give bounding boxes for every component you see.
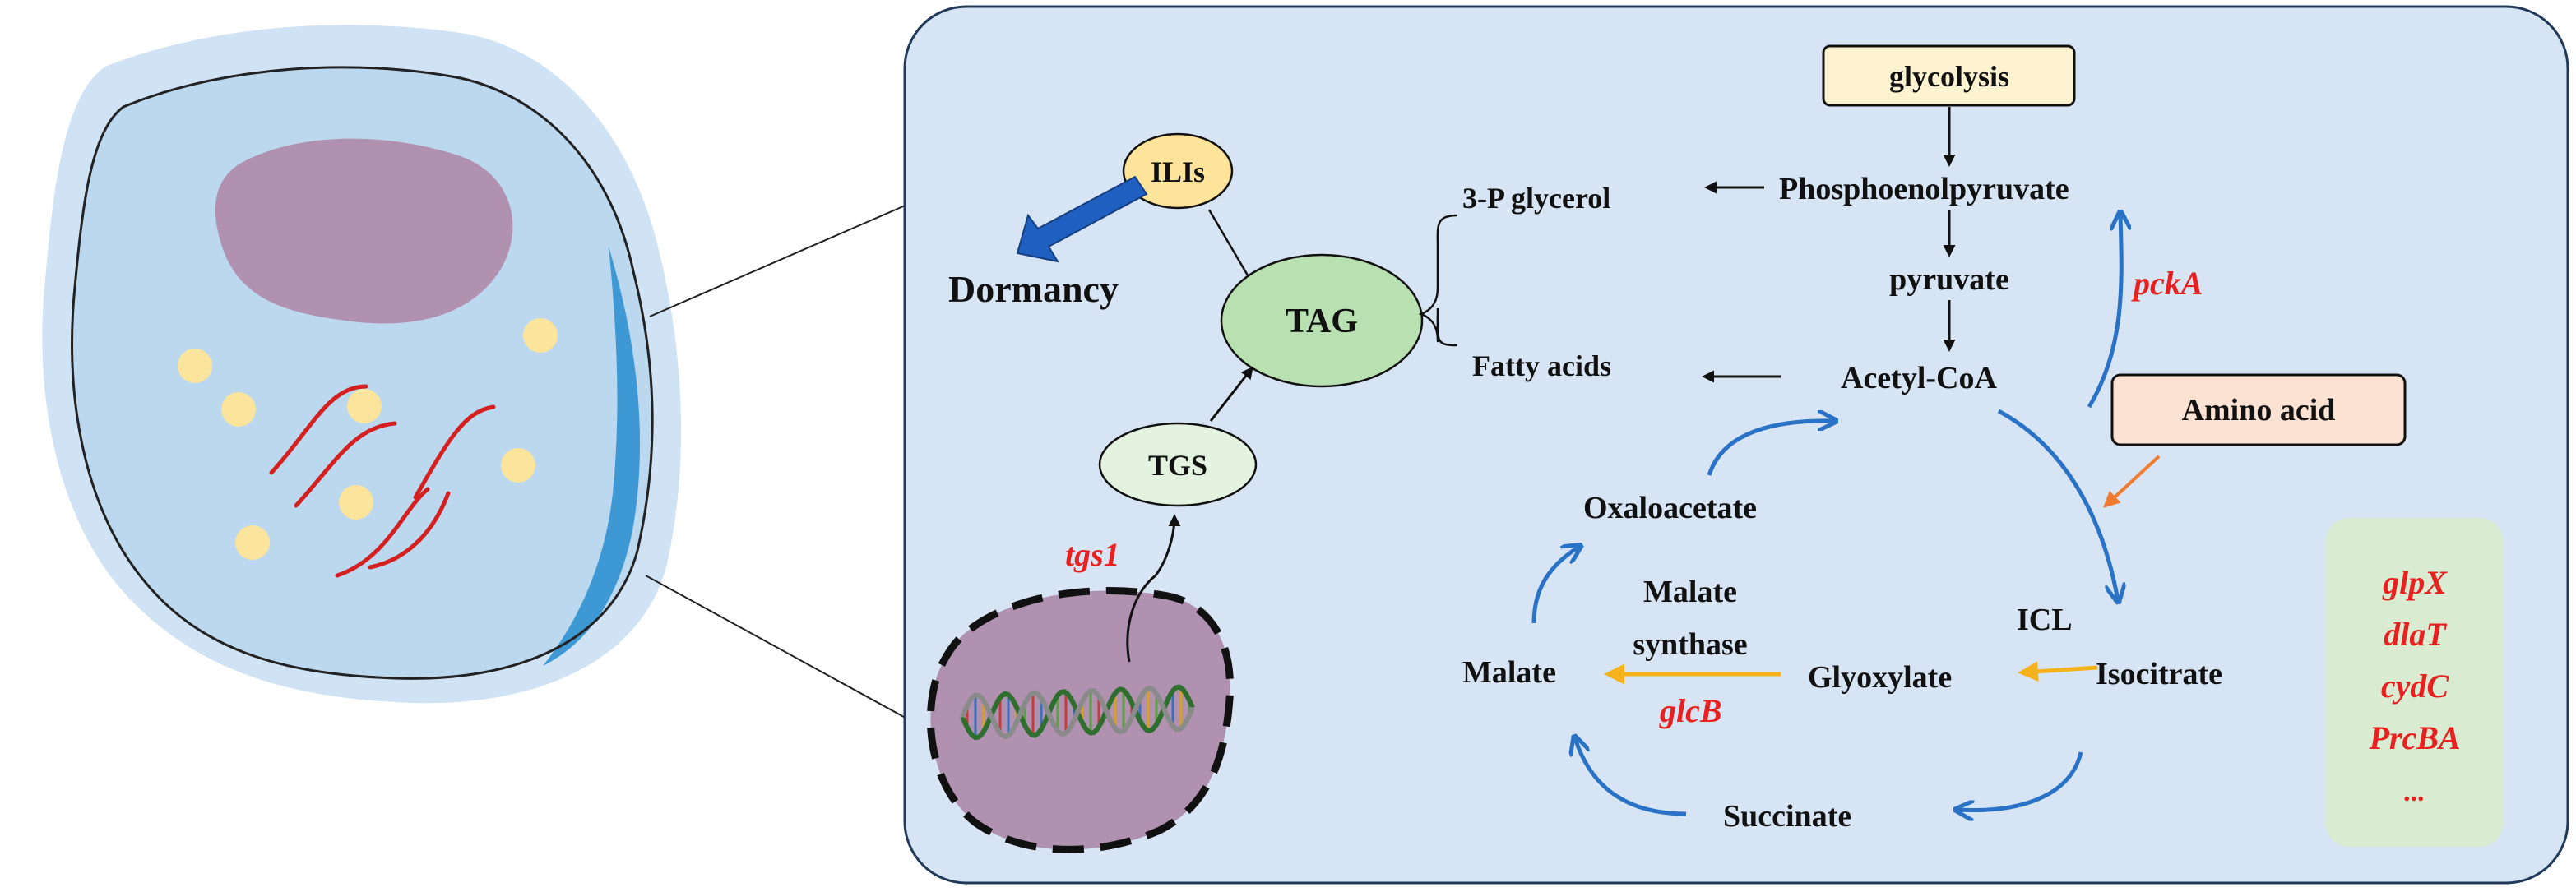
succinate-label: Succinate xyxy=(1723,799,1851,834)
acetyl-to-isocitrate-arrow xyxy=(1997,409,2118,600)
rna-strand xyxy=(413,404,496,500)
gene-list: glpX dlaT cydC PrcBA... xyxy=(2368,564,2460,807)
malate-label: Malate xyxy=(1462,655,1556,690)
oxaloacetate-to-acetyl-arrow xyxy=(1707,421,1834,476)
tgs1-to-tgs-arrow xyxy=(1126,514,1181,663)
glycolysis-label: glycolysis xyxy=(1889,60,2009,93)
host-nucleus xyxy=(215,138,513,324)
isocitrate-label: Isocitrate xyxy=(2096,657,2222,691)
rna-strand xyxy=(269,384,368,475)
malate-to-oxaloacetate-arrow xyxy=(1531,547,1579,624)
pathway-panel xyxy=(903,5,2569,885)
rna-strands xyxy=(269,384,496,578)
glyoxylate-label: Glyoxylate xyxy=(1808,660,1952,695)
dna-strand-b xyxy=(960,685,1195,740)
gene-name: ... xyxy=(2404,777,2425,807)
tgs-ellipse xyxy=(1098,422,1258,507)
gene-name: dlaT xyxy=(2384,616,2447,653)
pyruvate-label: pyruvate xyxy=(1889,262,2009,297)
glycolysis-node: glycolysis xyxy=(1822,44,2076,107)
lipid-droplet xyxy=(501,448,535,483)
isocitrate-to-succinate-arrow xyxy=(1957,751,2083,811)
malate-synthase-label-1: Malate xyxy=(1643,575,1737,609)
lipid-droplet xyxy=(347,389,382,423)
gene-name: PrcBA xyxy=(2368,719,2460,756)
ilis-ellipse xyxy=(1122,132,1234,210)
amino-acid-arrow xyxy=(2103,455,2161,508)
oxaloacetate-label: Oxaloacetate xyxy=(1583,491,1757,525)
lipid-droplet xyxy=(178,349,212,383)
succinate-to-malate-arrow xyxy=(1575,738,1687,816)
lipid-droplets xyxy=(178,318,558,560)
cell-membrane xyxy=(71,66,654,680)
zoom-line-top xyxy=(649,203,910,317)
dna-helix-icon xyxy=(960,684,1195,741)
zoom-line-bottom xyxy=(645,575,947,741)
gene-name: cydC xyxy=(2381,668,2450,705)
malate-synthase-label-2: synthase xyxy=(1633,627,1747,662)
icl-label: ICL xyxy=(2017,603,2073,637)
rna-strand xyxy=(335,487,430,578)
fatty-acids-label: Fatty acids xyxy=(1472,349,1611,382)
tgs-label: TGS xyxy=(1148,449,1207,482)
acetyl-coa-label: Acetyl-CoA xyxy=(1841,361,1997,395)
gene-name: glpX xyxy=(2382,564,2448,601)
tag-bracket-bottom xyxy=(1436,316,1458,347)
glycolysis-box xyxy=(1822,44,2076,107)
pcka-label: pckA xyxy=(2131,265,2203,302)
cell-edge-highlight xyxy=(543,247,641,666)
tag-ellipse xyxy=(1220,253,1424,388)
ilis-node: ILIs xyxy=(1122,132,1234,210)
glcb-label: glcB xyxy=(1659,692,1722,729)
tgs-to-tag-arrow xyxy=(1209,366,1253,422)
tag-node: TAG xyxy=(1220,253,1424,388)
glycerol-label: 3-P glycerol xyxy=(1462,182,1610,215)
amino-acid-label: Amino acid xyxy=(2182,393,2336,428)
rna-strand xyxy=(368,491,451,570)
dormancy-arrow xyxy=(1016,175,1148,263)
pcka-arrow xyxy=(2087,214,2121,409)
amino-acid-box xyxy=(2110,373,2407,446)
isocitrate-to-glyoxylate-arrow xyxy=(2018,661,2098,682)
tgs-node: TGS xyxy=(1098,422,1258,507)
cell-illustration xyxy=(42,25,682,704)
tgs1-label: tgs1 xyxy=(1065,536,1120,573)
tag-label: TAG xyxy=(1286,303,1358,340)
ilis-tag-link xyxy=(1207,209,1252,280)
ilis-label: ILIs xyxy=(1151,155,1205,188)
dormancy-label: Dormancy xyxy=(948,268,1119,310)
gene-list-box xyxy=(2326,518,2503,847)
lipid-droplet xyxy=(523,318,558,353)
amino-acid-node: Amino acid xyxy=(2110,373,2407,446)
lipid-droplet xyxy=(221,392,256,427)
rna-strand xyxy=(294,421,397,508)
lipid-droplet xyxy=(339,485,373,520)
lipid-droplet xyxy=(235,525,270,560)
pep-label: Phosphoenolpyruvate xyxy=(1779,172,2069,206)
